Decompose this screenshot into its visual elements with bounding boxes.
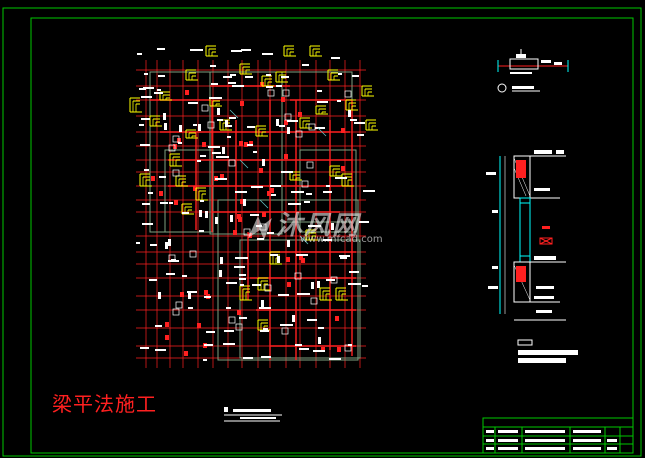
- sheet-inner-frame: [30, 17, 634, 454]
- watermark-text: 沐风网: [276, 211, 361, 241]
- watermark-logo-icon: [248, 216, 272, 240]
- drawing-title: 梁平法施工: [52, 392, 157, 416]
- sheet-outer-frame: [2, 7, 642, 457]
- title-block: [482, 417, 634, 454]
- beam-floor-plan: [129, 45, 378, 368]
- plan-caption: [224, 407, 282, 422]
- watermark-url: www.mfcad.com: [300, 234, 383, 245]
- wall-section-detail: [486, 150, 578, 363]
- beam-section-detail: [497, 49, 569, 93]
